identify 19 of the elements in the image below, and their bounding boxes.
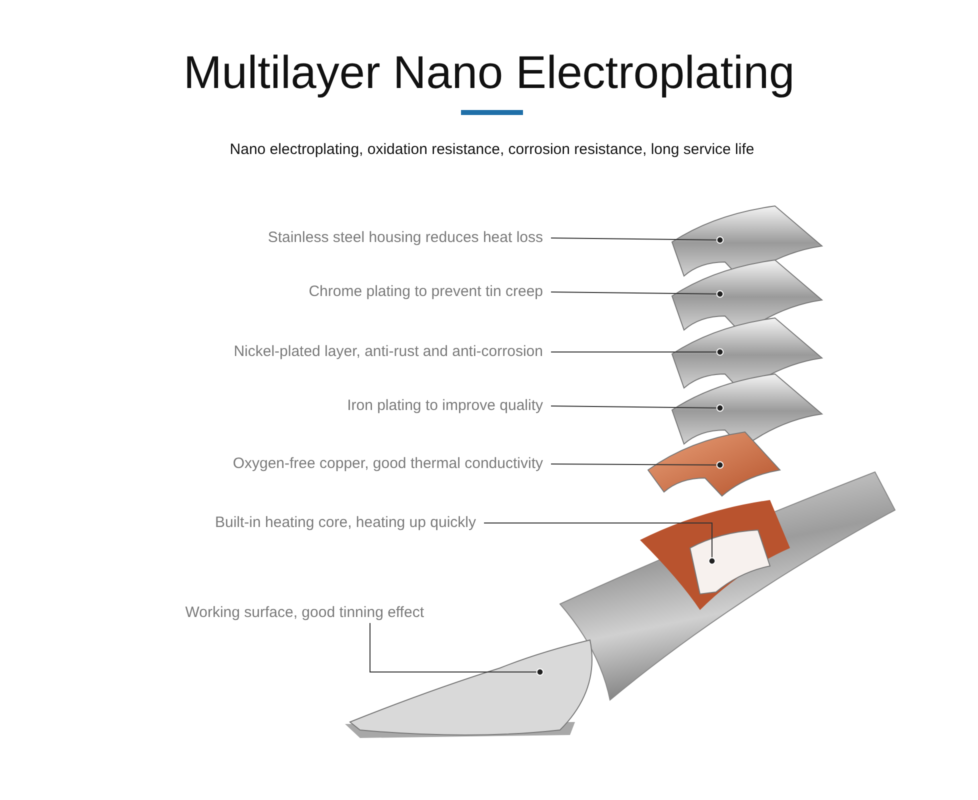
subtitle: Nano electroplating, oxidation resistance, corrosion resistance, long service life bbox=[228, 141, 756, 158]
working-surface bbox=[345, 640, 592, 738]
callout-text: Working surface, good tinning effect bbox=[185, 604, 424, 622]
leader-line bbox=[550, 348, 724, 356]
callout-text: Nickel-plated layer, anti-rust and anti-corrosion bbox=[234, 343, 543, 361]
leader-line bbox=[550, 290, 724, 298]
leader-line bbox=[550, 236, 724, 244]
leader-line bbox=[550, 461, 724, 469]
callout-text: Chrome plating to prevent tin creep bbox=[308, 283, 543, 301]
leader-line bbox=[550, 404, 724, 412]
callout-text: Built-in heating core, heating up quickly bbox=[215, 514, 476, 532]
leader-line bbox=[484, 522, 716, 565]
copper-layer bbox=[648, 432, 780, 496]
callout-text: Iron plating to improve quality bbox=[347, 397, 543, 415]
callout-text: Oxygen-free copper, good thermal conductivity bbox=[232, 455, 543, 473]
callout-text: Stainless steel housing reduces heat loss bbox=[268, 229, 543, 247]
leader-line bbox=[370, 622, 544, 676]
title: Multilayer Nano Electroplating bbox=[182, 45, 796, 100]
heating-core bbox=[690, 530, 770, 594]
